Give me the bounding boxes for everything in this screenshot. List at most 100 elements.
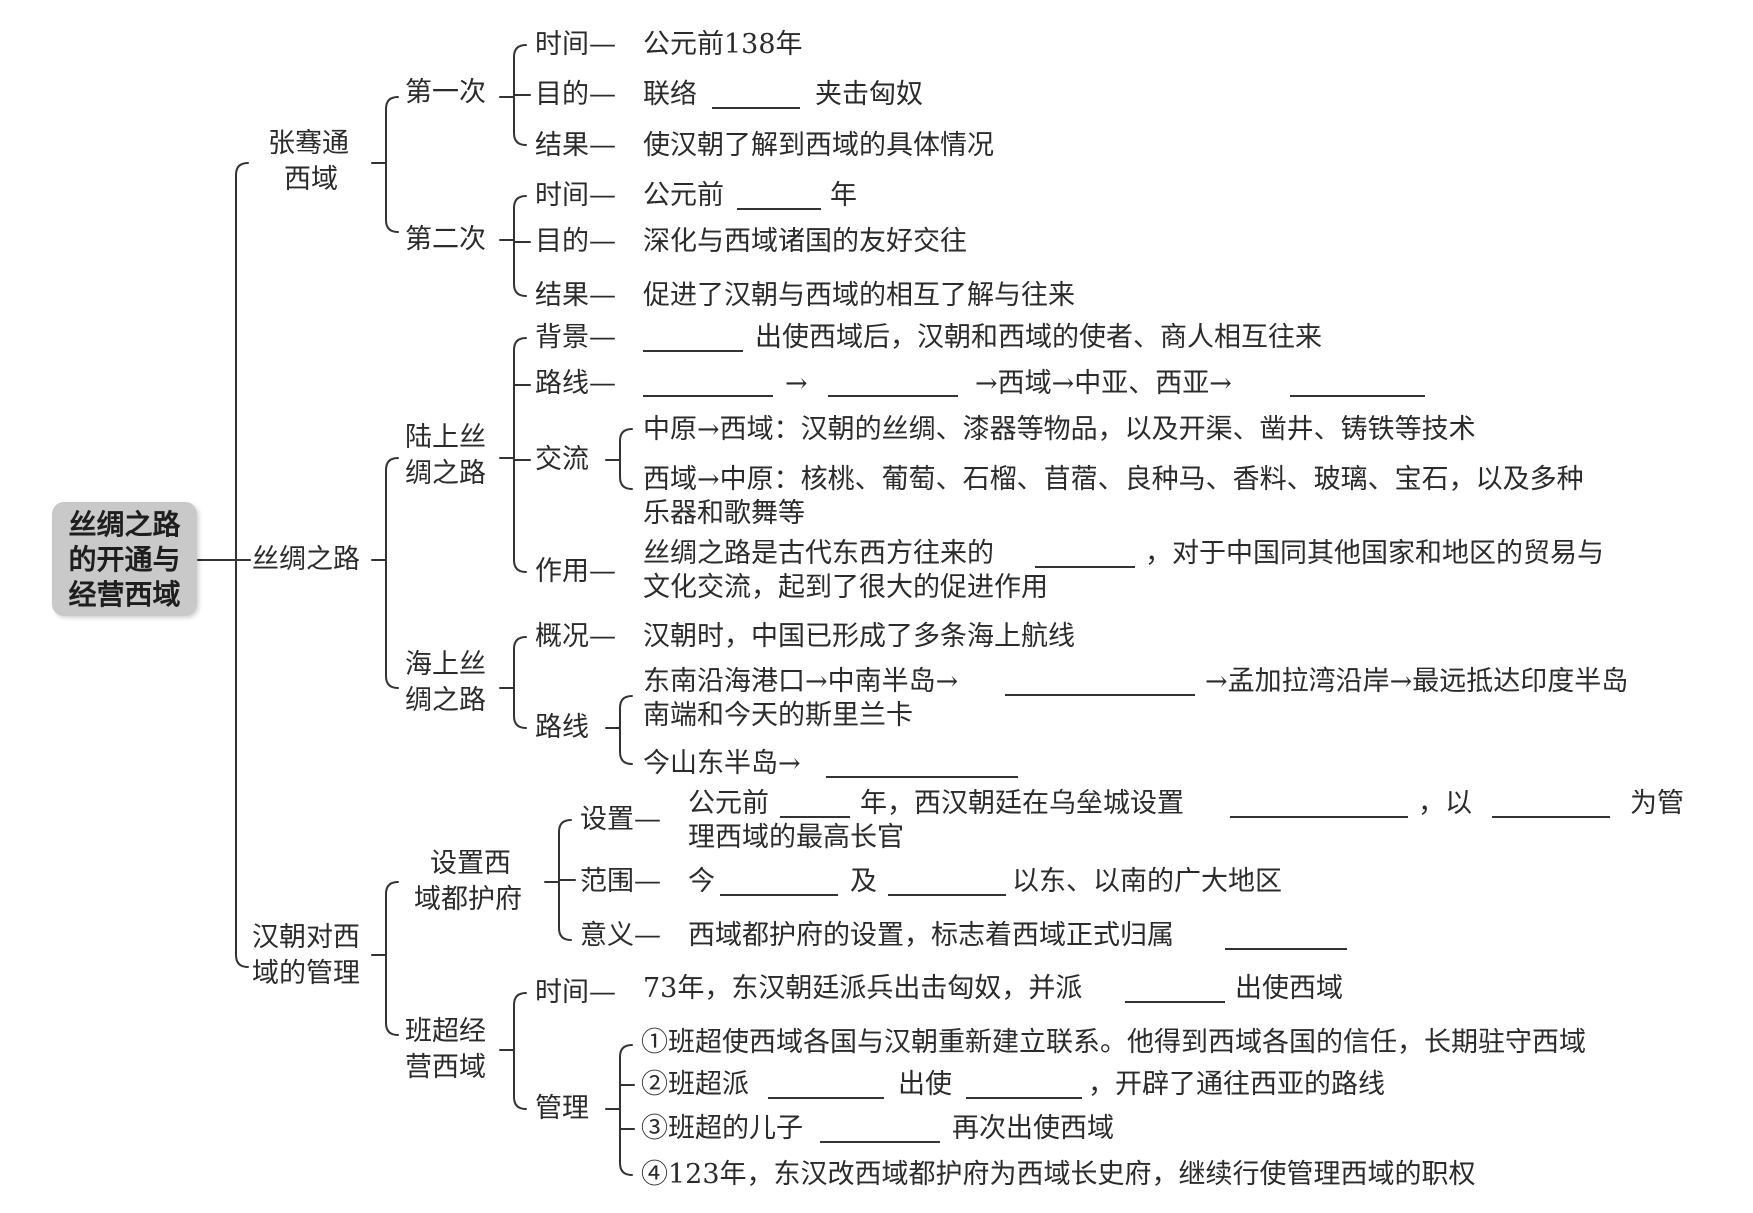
setup-label: 设置— — [580, 804, 661, 835]
second-bracket — [513, 195, 527, 297]
blank-scope-1 — [720, 894, 838, 896]
sea-route1-line2: 南端和今天的斯里兰卡 — [643, 700, 913, 731]
zhangqian-bracket — [385, 96, 399, 233]
banchao-item1: ①班超使西域各国与汉朝重新建立联系。他得到西域各国的信任，长期驻守西域 — [641, 1027, 1586, 1058]
land-effect-before: 丝绸之路是古代东西方往来的 — [643, 538, 994, 569]
second-purpose-text: 深化与西域诸国的友好交往 — [643, 226, 967, 257]
second-time-after: 年 — [830, 180, 857, 211]
banchao-manage-label: 管理 — [535, 1093, 589, 1124]
first-time-label: 时间— — [535, 29, 616, 60]
node-banchao-line2: 营西域 — [405, 1052, 486, 1083]
land-bracket — [513, 337, 527, 573]
root-label: 丝绸之路 的开通与 经营西域 — [68, 508, 181, 611]
setup-t1: 公元前 — [688, 788, 769, 819]
banchao-item4: ④123年，东汉改西域都护府为西域长史府，继续行使管理西域的职权 — [641, 1159, 1476, 1190]
node-management-line1: 汉朝对西 — [252, 922, 360, 953]
first-purpose-after: 夹击匈奴 — [815, 79, 923, 110]
setup-t3: ，以 — [1418, 788, 1472, 819]
node-silkroad: 丝绸之路 — [252, 544, 360, 575]
node-first-trip: 第一次 — [405, 77, 486, 108]
land-exchange-line3: 乐器和歌舞等 — [643, 498, 805, 529]
setup-t2: 年，西汉朝廷在乌垒城设置 — [860, 788, 1184, 819]
management-bracket — [385, 881, 399, 1036]
node-land-line1: 陆上丝 — [405, 422, 486, 453]
meaning-text: 西域都护府的设置，标志着西域正式归属 — [688, 920, 1174, 951]
first-purpose-before: 联络 — [643, 79, 697, 110]
sea-route2-before: 今山东半岛→ — [643, 748, 801, 779]
sea-route-bracket — [619, 695, 633, 765]
scope-t2: 及 — [850, 866, 877, 897]
blank-sea-route-1 — [1005, 694, 1195, 696]
banchao-item3-t2: 再次出使西域 — [952, 1113, 1114, 1144]
first-result-label: 结果— — [535, 130, 616, 161]
banchao-item2-t2: 出使 — [898, 1069, 952, 1100]
land-route-arrow: → — [785, 368, 808, 399]
second-result-label: 结果— — [535, 280, 616, 311]
land-exchange-line2: 西域→中原：核桃、葡萄、石榴、苜蓿、良种马、香料、玻璃、宝石，以及多种 — [643, 464, 1584, 495]
blank-banchao-time — [1125, 1001, 1225, 1003]
blank-scope-2 — [888, 894, 1006, 896]
land-exchange-line1: 中原→西域：汉朝的丝绸、漆器等物品，以及开渠、凿井、铸铁等技术 — [643, 414, 1476, 445]
node-land-line2: 绸之路 — [405, 458, 486, 489]
scope-label: 范围— — [580, 866, 661, 897]
land-effect-after: ，对于中国同其他国家和地区的贸易与 — [1145, 538, 1604, 569]
blank-land-effect — [1035, 566, 1135, 568]
blank-banchao-item2-2 — [966, 1097, 1082, 1099]
first-result-text: 使汉朝了解到西域的具体情况 — [643, 130, 994, 161]
node-sea-line1: 海上丝 — [405, 649, 486, 680]
blank-setup-year — [780, 816, 850, 818]
node-banchao-line1: 班超经 — [405, 1016, 486, 1047]
banchao-manage-bracket — [619, 1044, 633, 1176]
land-exchange-label: 交流 — [535, 444, 589, 475]
land-effect-label: 作用— — [535, 556, 616, 587]
node-management-line2: 域的管理 — [252, 958, 360, 989]
first-purpose-label: 目的— — [535, 79, 616, 110]
node-zhangqian-line1: 张骞通 — [268, 128, 349, 159]
blank-setup-office — [1230, 816, 1408, 818]
blank-meaning — [1225, 948, 1347, 950]
sea-bracket — [513, 636, 527, 729]
node-sea-line2: 绸之路 — [405, 685, 486, 716]
sea-overview-label: 概况— — [535, 621, 616, 652]
node-protectorate-line1: 设置西 — [430, 848, 511, 879]
blank-sea-route-2 — [826, 776, 1018, 778]
banchao-item2-t3: ，开辟了通往西亚的路线 — [1088, 1069, 1385, 1100]
scope-t3: 以东、以南的广大地区 — [1012, 866, 1282, 897]
banchao-time-label: 时间— — [535, 977, 616, 1008]
node-zhangqian-line2: 西域 — [284, 164, 338, 195]
land-route-middle: →西域→中亚、西亚→ — [975, 368, 1232, 399]
blank-banchao-item2-1 — [768, 1097, 884, 1099]
banchao-time-after: 出使西域 — [1235, 973, 1343, 1004]
blank-land-route-2 — [828, 395, 958, 397]
blank-setup-official — [1492, 816, 1610, 818]
banchao-bracket — [513, 992, 527, 1110]
second-time-before: 公元前 — [643, 180, 724, 211]
land-background-text: 出使西域后，汉朝和西域的使者、商人相互往来 — [755, 322, 1322, 353]
level1-bracket — [235, 162, 249, 968]
sea-route-label: 路线 — [535, 712, 589, 743]
blank-land-background — [643, 350, 743, 352]
blank-banchao-item3 — [820, 1141, 940, 1143]
exchange-bracket — [619, 428, 633, 490]
node-protectorate-line2: 域都护府 — [414, 884, 522, 915]
second-time-label: 时间— — [535, 180, 616, 211]
land-effect-line2: 文化交流，起到了很大的促进作用 — [643, 572, 1048, 603]
second-result-text: 促进了汉朝与西域的相互了解与往来 — [643, 280, 1075, 311]
banchao-item3-t1: ③班超的儿子 — [641, 1113, 803, 1144]
blank-second-time — [737, 208, 821, 210]
first-time-text: 公元前138年 — [643, 29, 803, 60]
second-purpose-label: 目的— — [535, 226, 616, 257]
blank-first-purpose — [712, 107, 800, 109]
setup-line2: 理西域的最高长官 — [688, 822, 904, 853]
sea-route1-before: 东南沿海港口→中南半岛→ — [643, 666, 959, 697]
silkroad-bracket — [385, 457, 399, 689]
banchao-time-before: 73年，东汉朝廷派兵出击匈奴，并派 — [643, 973, 1083, 1004]
blank-land-route-3 — [1290, 395, 1425, 397]
sea-overview-text: 汉朝时，中国已形成了多条海上航线 — [643, 621, 1075, 652]
banchao-item2-t1: ②班超派 — [641, 1069, 749, 1100]
sea-route1-after: →孟加拉湾沿岸→最远抵达印度半岛 — [1205, 666, 1629, 697]
land-background-label: 背景— — [535, 322, 616, 353]
setup-t4: 为管 — [1630, 788, 1684, 819]
